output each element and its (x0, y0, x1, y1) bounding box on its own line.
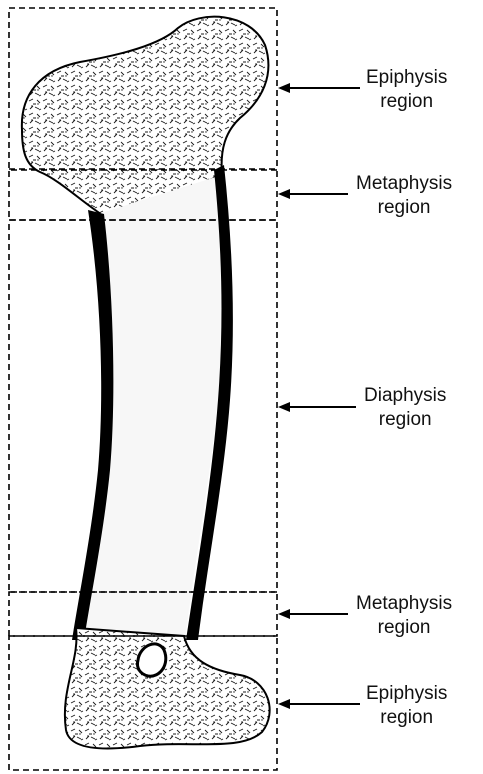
arrow-2 (278, 189, 348, 199)
label-line2: region (364, 408, 446, 432)
arrows (278, 83, 360, 709)
label-distal-metaphysis: Metaphysis region (356, 592, 452, 640)
label-line1: Epiphysis (366, 682, 447, 706)
label-line1: Metaphysis (356, 592, 452, 616)
label-line1: Diaphysis (364, 384, 446, 408)
arrow-5 (278, 699, 360, 709)
label-line1: Epiphysis (366, 66, 447, 90)
label-diaphysis: Diaphysis region (364, 384, 446, 432)
arrow-4 (278, 609, 348, 619)
distal-foramen-shape (137, 644, 165, 676)
label-line2: region (366, 706, 447, 730)
label-line2: region (356, 616, 452, 640)
label-line2: region (356, 196, 452, 220)
label-proximal-epiphysis: Epiphysis region (366, 66, 447, 114)
proximal-epiphysis-shape (22, 17, 269, 220)
label-distal-epiphysis: Epiphysis region (366, 682, 447, 730)
distal-epiphysis-shape (65, 628, 270, 749)
label-proximal-metaphysis: Metaphysis region (356, 172, 452, 220)
label-line2: region (366, 90, 447, 114)
arrow-3 (278, 402, 356, 412)
arrow-1 (278, 83, 360, 93)
label-line1: Metaphysis (356, 172, 452, 196)
